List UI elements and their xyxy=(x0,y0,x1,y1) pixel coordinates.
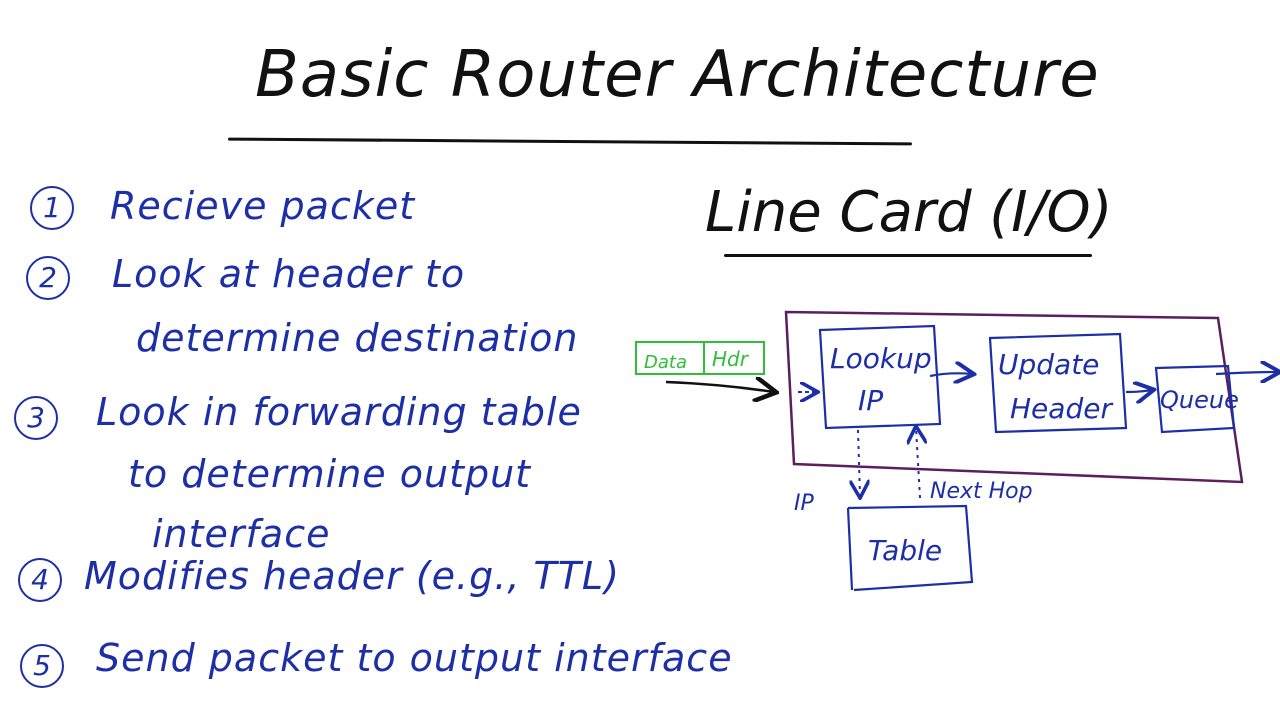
incoming-arrow xyxy=(665,382,774,392)
step-2-number: 2 xyxy=(26,256,70,300)
lookup-ip-box: Lookup IP xyxy=(818,324,942,430)
queue-label: Queue xyxy=(1160,386,1239,414)
step-5-number: 5 xyxy=(20,644,64,688)
ip-label: IP xyxy=(794,491,814,516)
line-card-title: Line Card (I/O) xyxy=(705,180,1113,245)
lookup-to-update-arrow xyxy=(929,373,972,376)
step-4-text: Modifies header (e.g., TTL) xyxy=(84,554,620,598)
step-3-text-line-1: Look in forwarding table xyxy=(96,390,582,434)
step-3-text-line-3: interface xyxy=(152,512,331,556)
line-card-underline xyxy=(724,254,1092,257)
update-header-line-2: Header xyxy=(1010,392,1113,425)
update-header-box: Update Header xyxy=(988,332,1128,434)
lookup-ip-line-1: Lookup xyxy=(830,342,932,375)
packet: Data Hdr xyxy=(635,341,765,375)
update-to-queue-arrow xyxy=(1125,390,1152,392)
lookup-ip-line-2: IP xyxy=(858,384,883,417)
ip-to-table-arrow xyxy=(858,429,860,496)
table-box: Table xyxy=(846,504,974,592)
packet-data-label: Data xyxy=(644,352,687,373)
step-1-text: Recieve packet xyxy=(110,184,416,228)
line-card-box xyxy=(784,310,1244,484)
queue-box: Queue xyxy=(1154,364,1239,434)
step-3-number: 3 xyxy=(14,396,58,440)
table-to-next-hop-arrow xyxy=(916,428,920,499)
step-2-text-line-1: Look at header to xyxy=(112,252,466,296)
step-2-text-line-2: determine destination xyxy=(136,316,579,360)
page-title: Basic Router Architecture xyxy=(255,38,1100,112)
step-1-number: 1 xyxy=(30,186,74,230)
table-label: Table xyxy=(868,534,942,567)
step-5-text: Send packet to output interface xyxy=(96,636,733,680)
outgoing-arrow xyxy=(1215,372,1278,374)
step-3-text-line-2: to determine output xyxy=(128,452,532,496)
packet-hdr-label: Hdr xyxy=(712,347,750,371)
update-header-line-1: Update xyxy=(998,348,1099,381)
next-hop-label: Next Hop xyxy=(930,479,1033,504)
step-4-number: 4 xyxy=(18,558,62,602)
